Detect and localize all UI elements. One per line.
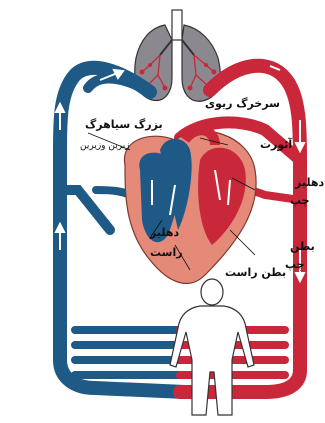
aorta-label: آئورت: [260, 137, 292, 151]
right-atrium-label-2: راست: [150, 246, 183, 259]
vena-cava-label: بزرگ سیاهرگ: [85, 117, 163, 131]
left-atrium-label-1: دهلیز: [294, 176, 324, 189]
right-ventricle-label: بطن راست: [225, 266, 286, 279]
left-ventricle-label-2: چپ: [285, 258, 305, 271]
left-ventricle-label-1: بطن: [290, 240, 315, 253]
left-atrium-label-2: چپ: [290, 194, 310, 207]
vena-cava-sub-label: زبرین وزیرین: [80, 141, 130, 151]
heart: [124, 130, 256, 283]
pulmonary-artery-label: سرخرگ ریوی: [205, 96, 280, 110]
